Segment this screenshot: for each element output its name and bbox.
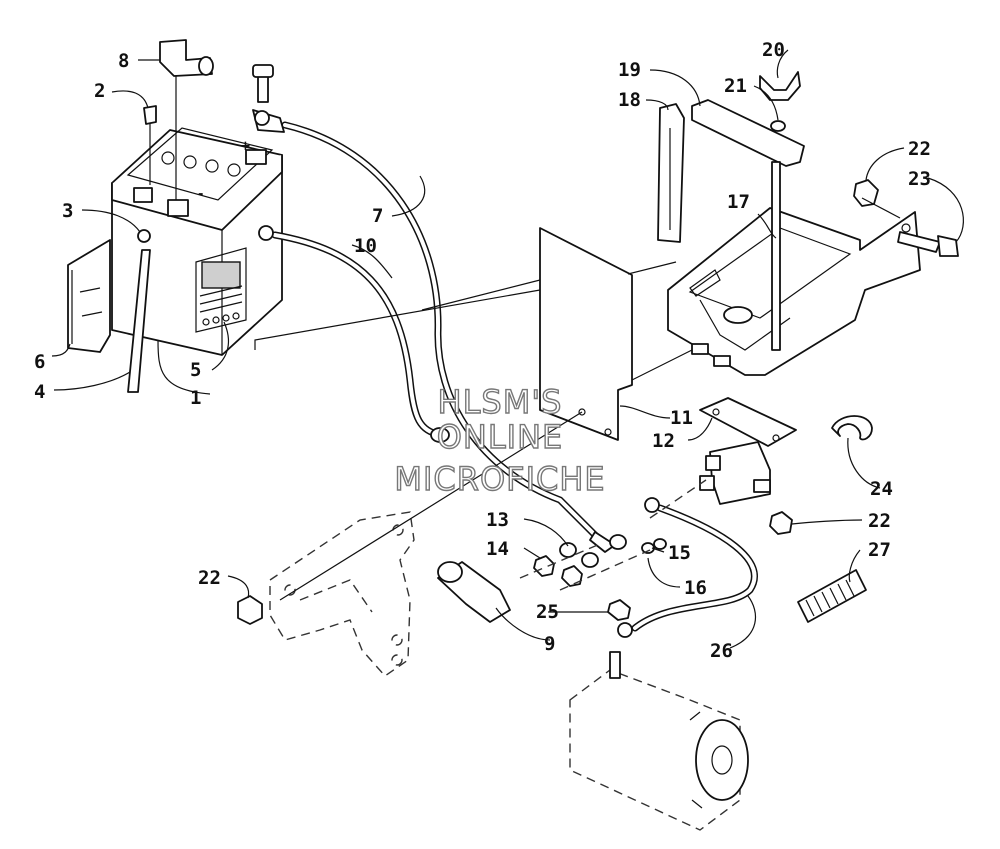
starter-solenoid (699, 441, 771, 505)
bolt-23 (897, 231, 959, 257)
callout-13: 13 (486, 509, 509, 531)
callout-17: 17 (727, 191, 750, 213)
callout-10: 10 (354, 235, 377, 257)
callout-1: 1 (190, 387, 201, 409)
negative-sign: - (198, 187, 203, 202)
watermark-line-3: MICROFICHE (394, 460, 605, 498)
callout-6: 6 (34, 351, 45, 373)
vent-plug (143, 105, 157, 185)
nut-22-left (237, 595, 263, 625)
wing-nut (759, 71, 801, 101)
starter-motor (569, 651, 749, 831)
callout-12: 12 (652, 430, 675, 452)
battery: - + (111, 127, 283, 356)
callout-27: 27 (868, 539, 891, 561)
ring-clip (831, 415, 873, 441)
j-bolt (771, 161, 781, 351)
callout-8: 8 (118, 50, 129, 72)
watermark-line-1: HLSM'S (438, 383, 563, 421)
callout-5: 5 (190, 359, 201, 381)
callout-leaders (51, 49, 964, 649)
positive-terminal (167, 199, 189, 217)
cable-7 (252, 64, 616, 553)
nut-25 (607, 599, 631, 621)
watermark: HLSM'S ONLINE MICROFICHE (394, 382, 606, 498)
solenoid-plate (699, 397, 797, 447)
terminal-boot (437, 561, 511, 623)
negative-terminal (133, 187, 153, 203)
callout-14: 14 (486, 538, 509, 560)
strap-bracket (657, 103, 685, 243)
battery-tray (667, 207, 921, 376)
callout-24: 24 (870, 478, 893, 500)
callout-9: 9 (544, 633, 555, 655)
spring (797, 569, 867, 623)
callout-21: 21 (724, 75, 747, 97)
callout-15: 15 (668, 542, 691, 564)
positive-sign: + (240, 139, 251, 154)
callout-7: 7 (372, 205, 383, 227)
callout-4: 4 (34, 381, 45, 403)
vent-hose (127, 249, 151, 393)
callout-23: 23 (908, 168, 931, 190)
callout-3: 3 (62, 200, 73, 222)
callout-22-top: 22 (908, 138, 931, 160)
nut-22-mid (769, 511, 793, 535)
callout-18: 18 (618, 89, 641, 111)
callouts: 8 2 3 4 5 6 1 7 10 11 12 13 14 15 16 17 … (34, 39, 931, 662)
callout-22-mid: 22 (868, 510, 891, 532)
callout-22-left: 22 (198, 567, 221, 589)
callout-11: 11 (670, 407, 693, 429)
callout-19: 19 (618, 59, 641, 81)
watermark-line-2: ONLINE (437, 418, 564, 456)
callout-20: 20 (762, 39, 785, 61)
washer (770, 120, 786, 132)
hardware-cluster (533, 534, 667, 587)
terminal-cap (159, 39, 214, 200)
nut-22-top (853, 179, 879, 207)
callout-26: 26 (710, 640, 733, 662)
cable-10 (258, 225, 450, 443)
battery-bracket (539, 227, 633, 441)
callout-16: 16 (684, 577, 707, 599)
callout-2: 2 (94, 80, 105, 102)
callout-25: 25 (536, 601, 559, 623)
frame-bracket (269, 511, 415, 677)
cable-26 (617, 497, 758, 638)
battery-pad (67, 239, 111, 353)
hold-down-strap (691, 99, 805, 167)
